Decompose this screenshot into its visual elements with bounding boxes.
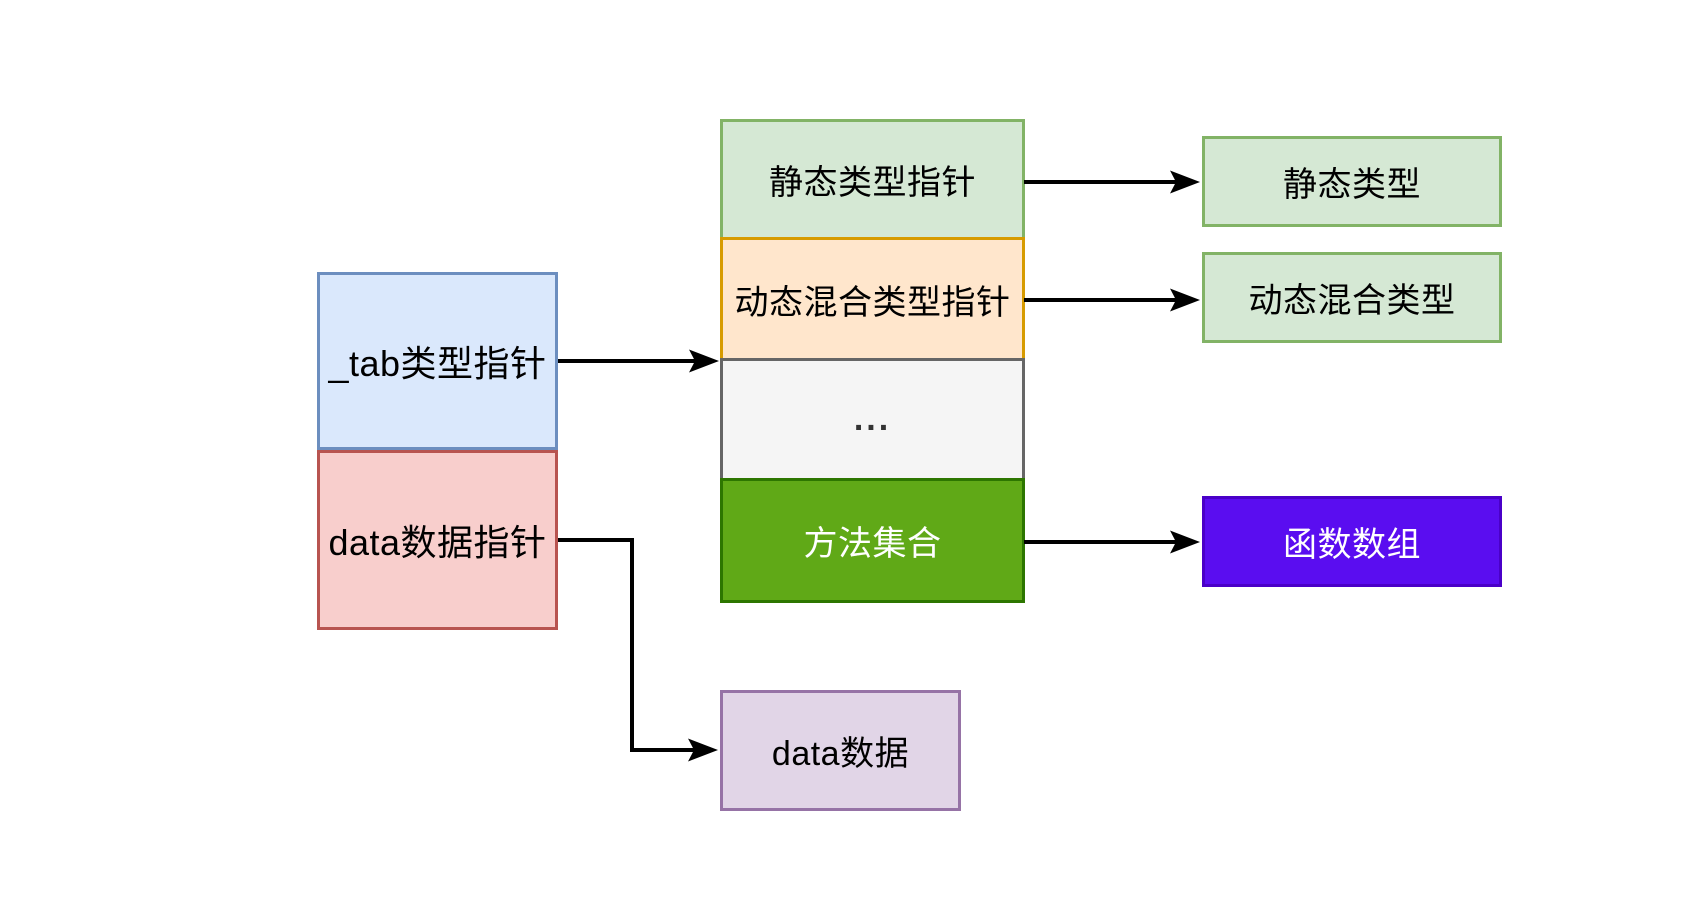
node-static-type: 静态类型 xyxy=(1202,136,1502,227)
node-static-type-pointer-label: 静态类型指针 xyxy=(769,164,976,202)
node-dynamic-type-pointer-label: 动态混合类型指针 xyxy=(734,283,1011,322)
node-method-set-label: 方法集合 xyxy=(803,525,942,563)
arrow-dynamic-type-pointer-to-dynamic-type xyxy=(1024,288,1200,312)
node-function-array-label: 函数数组 xyxy=(1283,526,1421,564)
node-tab-type-pointer-label: _tab类型指针 xyxy=(328,343,547,384)
arrow-tab-pointer-to-itable xyxy=(558,349,719,373)
node-ellipsis-label: ... xyxy=(853,400,892,438)
node-dynamic-type-pointer: 动态混合类型指针 xyxy=(720,237,1025,361)
arrow-data-pointer-to-data-block xyxy=(558,538,718,762)
node-dynamic-type-label: 动态混合类型 xyxy=(1248,282,1456,320)
node-ellipsis: ... xyxy=(720,358,1025,481)
node-data-pointer-label: data数据指针 xyxy=(328,522,547,563)
node-method-set: 方法集合 xyxy=(720,478,1025,603)
node-tab-type-pointer: _tab类型指针 xyxy=(317,272,558,450)
node-static-type-label: 静态类型 xyxy=(1283,166,1421,204)
arrow-static-type-pointer-to-static-type xyxy=(1024,170,1200,194)
node-static-type-pointer: 静态类型指针 xyxy=(720,119,1025,240)
node-data-block: data数据 xyxy=(720,690,961,811)
node-data-pointer: data数据指针 xyxy=(317,450,558,630)
node-data-block-label: data数据 xyxy=(771,735,910,773)
node-function-array: 函数数组 xyxy=(1202,496,1502,587)
node-dynamic-type: 动态混合类型 xyxy=(1202,252,1502,343)
arrow-method-set-to-function-array xyxy=(1024,530,1200,554)
